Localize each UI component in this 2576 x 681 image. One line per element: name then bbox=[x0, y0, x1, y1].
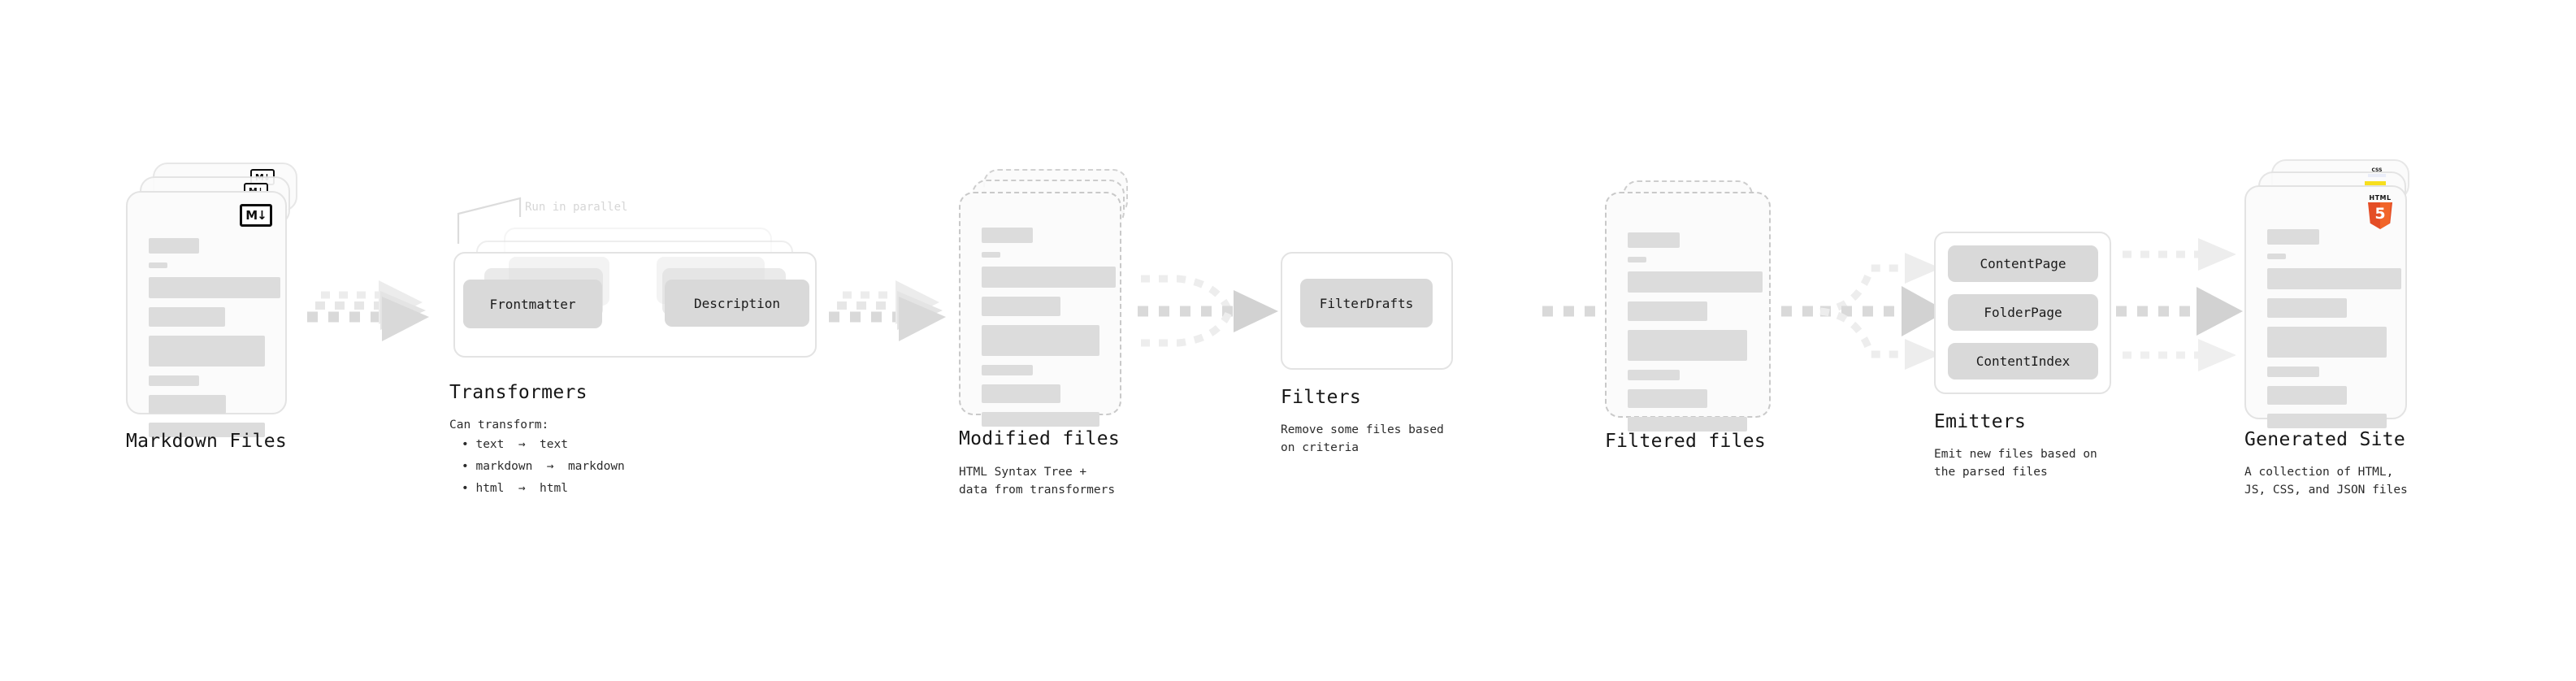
transformer-chip-frontmatter[interactable]: Frontmatter bbox=[463, 280, 602, 328]
transformers-bullet-1: • markdown → markdown bbox=[462, 460, 625, 473]
stage-title-emitters: Emitters bbox=[1934, 411, 2027, 432]
emitters-group: ContentPage FolderPage ContentIndex bbox=[1934, 232, 2121, 394]
arrow-transformers-to-modified bbox=[829, 280, 946, 341]
markdown-files-stack: M↓ M↓ M↓ bbox=[126, 163, 301, 437]
emitters-subtitle: Emit new files based on the parsed files bbox=[1934, 448, 2097, 479]
modified-files-stack bbox=[959, 169, 1138, 437]
transformers-group: Frontmatter Description bbox=[447, 195, 837, 358]
doc-line bbox=[1628, 330, 1747, 361]
transformer-chip-label: Frontmatter bbox=[489, 296, 576, 312]
modified-files-subtitle: HTML Syntax Tree + data from transformer… bbox=[959, 466, 1116, 497]
doc-line bbox=[1628, 389, 1707, 408]
arrow-markdown-to-transformers bbox=[307, 280, 429, 341]
site-file-sheet-front: HTML 5 bbox=[2244, 185, 2407, 428]
html5-shield: 5 bbox=[2368, 202, 2392, 229]
doc-line bbox=[982, 267, 1116, 288]
emitter-chip-contentpage[interactable]: ContentPage bbox=[1948, 245, 2098, 282]
doc-line bbox=[1628, 257, 1646, 262]
emitter-chip-contentindex[interactable]: ContentIndex bbox=[1948, 343, 2098, 380]
modified-file-sheet-front bbox=[959, 192, 1121, 427]
filter-chip-filterdrafts[interactable]: FilterDrafts bbox=[1300, 279, 1433, 327]
filter-chip-label: FilterDrafts bbox=[1319, 295, 1414, 311]
doc-line bbox=[2267, 367, 2319, 377]
html5-logo-icon: HTML 5 bbox=[2366, 195, 2394, 229]
arrow-emitters-to-site bbox=[2116, 238, 2243, 371]
transformer-chip-description[interactable]: Description bbox=[665, 280, 809, 327]
transformers-bullet-0: • text → text bbox=[462, 438, 568, 451]
doc-line bbox=[2267, 229, 2319, 245]
doc-line bbox=[149, 307, 225, 327]
css-label: CSS bbox=[2371, 167, 2383, 173]
doc-line bbox=[1628, 301, 1707, 321]
doc-line bbox=[149, 262, 167, 268]
stage-title-markdown-files: Markdown Files bbox=[126, 431, 288, 452]
stage-title-filtered-files: Filtered files bbox=[1605, 431, 1767, 452]
doc-line bbox=[982, 384, 1060, 403]
doc-line bbox=[2267, 298, 2347, 318]
document-placeholder-lines bbox=[2267, 229, 2401, 437]
markdown-letter: M bbox=[245, 207, 258, 223]
arrow-modified-to-filters bbox=[1138, 275, 1278, 347]
filters-group: FilterDrafts bbox=[1281, 252, 1459, 370]
arrow-filtered-to-emitters bbox=[1781, 253, 1947, 370]
doc-line bbox=[149, 395, 226, 414]
doc-line bbox=[149, 277, 280, 298]
doc-line bbox=[149, 423, 265, 437]
doc-line bbox=[1628, 417, 1747, 432]
doc-line bbox=[149, 336, 265, 367]
filtered-file-sheet-front bbox=[1605, 192, 1771, 432]
emitter-chip-label: ContentIndex bbox=[1975, 354, 2071, 369]
doc-line bbox=[982, 252, 1000, 258]
run-in-parallel-label: Run in parallel bbox=[525, 201, 628, 214]
doc-line bbox=[2267, 327, 2387, 358]
doc-line bbox=[1628, 370, 1680, 380]
doc-line bbox=[982, 297, 1060, 316]
doc-line bbox=[2267, 414, 2387, 428]
doc-line bbox=[1628, 232, 1680, 248]
doc-line bbox=[982, 412, 1099, 427]
markdown-arrow: ↓ bbox=[257, 207, 267, 223]
transformers-subtitle: Can transform: bbox=[449, 419, 549, 432]
doc-line bbox=[2267, 386, 2347, 405]
generated-site-subtitle: A collection of HTML, JS, CSS, and JSON … bbox=[2244, 466, 2408, 497]
html5-digit: 5 bbox=[2374, 204, 2386, 223]
emitter-chip-label: ContentPage bbox=[1980, 256, 2066, 271]
filters-subtitle: Remove some files based on criteria bbox=[1281, 423, 1444, 455]
markdown-logo-icon: M↓ bbox=[240, 204, 272, 227]
emitter-chip-label: FolderPage bbox=[1984, 305, 2062, 320]
filtered-files-stack bbox=[1605, 180, 1784, 440]
generated-site-stack: CSS HTML 5 bbox=[2244, 159, 2423, 428]
stage-title-transformers: Transformers bbox=[449, 382, 588, 403]
doc-line bbox=[982, 325, 1099, 356]
doc-line bbox=[149, 375, 199, 386]
emitter-chip-folderpage[interactable]: FolderPage bbox=[1948, 294, 2098, 331]
html5-label: HTML bbox=[2369, 194, 2392, 202]
stage-title-modified-files: Modified files bbox=[959, 428, 1121, 449]
doc-line bbox=[2267, 268, 2401, 289]
doc-line bbox=[982, 365, 1033, 375]
document-placeholder-lines bbox=[982, 228, 1116, 436]
document-placeholder-lines bbox=[149, 238, 280, 446]
transformer-chip-label: Description bbox=[694, 295, 780, 311]
doc-line bbox=[1628, 271, 1763, 293]
markdown-file-sheet-front: M↓ bbox=[126, 191, 287, 437]
stage-title-filters: Filters bbox=[1281, 387, 1362, 408]
stage-title-generated-site: Generated Site bbox=[2244, 429, 2406, 450]
doc-line bbox=[2267, 254, 2286, 259]
transformers-bullet-2: • html → html bbox=[462, 482, 568, 495]
document-placeholder-lines bbox=[1628, 232, 1763, 440]
doc-line bbox=[149, 238, 199, 254]
doc-line bbox=[982, 228, 1033, 243]
